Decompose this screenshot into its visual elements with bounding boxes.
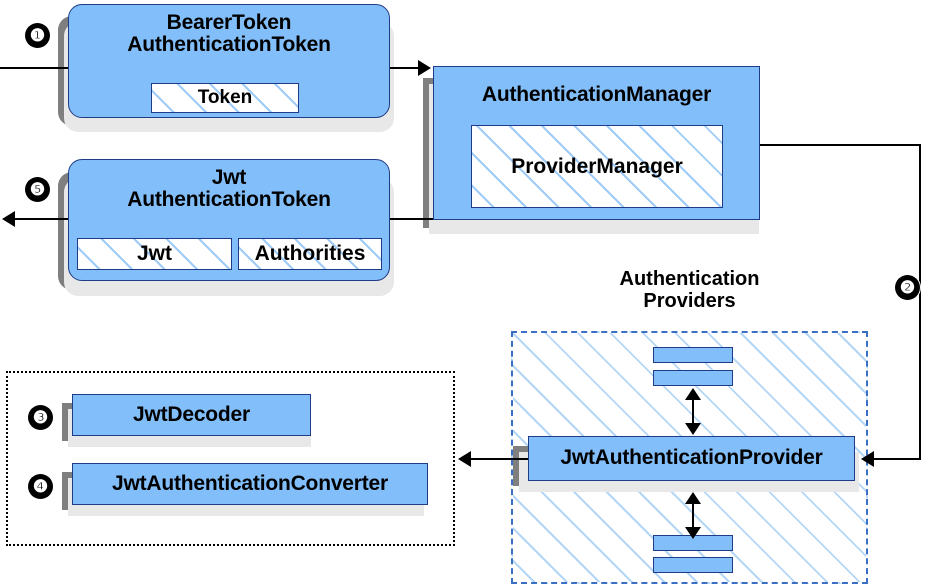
authentication-providers-label-line2: Providers bbox=[643, 290, 736, 313]
connector-response-out bbox=[14, 218, 70, 220]
authentication-manager-sub-provider-manager: ProviderManager bbox=[471, 125, 723, 208]
jwt-authentication-provider-title: JwtAuthenticationProvider bbox=[560, 446, 823, 470]
node-authentication-manager[interactable]: AuthenticationManager ProviderManager bbox=[433, 66, 760, 220]
jwt-token-title: Jwt AuthenticationToken bbox=[127, 166, 331, 212]
provider-bar-top-2 bbox=[653, 370, 733, 386]
jwt-decoder-title: JwtDecoder bbox=[132, 402, 251, 426]
connector-bearer-to-manager bbox=[390, 67, 422, 69]
connector-manager-to-jwt-token bbox=[390, 218, 435, 220]
arrow-into-jwt-provider bbox=[861, 451, 874, 467]
step-badge-2: ❷ bbox=[895, 275, 920, 300]
jwt-token-sub-authorities: Authorities bbox=[238, 238, 382, 270]
bearer-token-sub-token: Token bbox=[151, 83, 299, 113]
jwt-token-title-line2: AuthenticationToken bbox=[127, 188, 331, 212]
arrow-bearer-to-manager bbox=[418, 60, 431, 76]
authentication-providers-label: Authentication Providers bbox=[511, 268, 868, 313]
arrow-provider-to-support-group bbox=[458, 451, 471, 467]
provider-bar-bottom-2 bbox=[653, 557, 733, 573]
bearer-token-title: BearerToken AuthenticationToken bbox=[127, 11, 331, 57]
step-badge-3: ❸ bbox=[28, 405, 53, 430]
step-badge-4: ❹ bbox=[28, 474, 53, 499]
jwt-token-sub-jwt: Jwt bbox=[77, 238, 232, 270]
provider-bar-top-1 bbox=[653, 347, 733, 363]
arrow-provider-top-up bbox=[685, 388, 701, 400]
bearer-token-sub-token-label: Token bbox=[197, 87, 253, 108]
provider-manager-label: ProviderManager bbox=[511, 154, 683, 178]
node-jwt-authentication-converter[interactable]: JwtAuthenticationConverter bbox=[72, 463, 428, 505]
step-badge-1: ❶ bbox=[25, 23, 50, 48]
authentication-manager-title: AuthenticationManager bbox=[481, 83, 712, 106]
arrow-provider-bottom-down bbox=[685, 527, 701, 539]
connector-provider-top-vertical bbox=[692, 392, 694, 428]
connector-provider-to-support-group bbox=[470, 458, 530, 460]
step-badge-5: ❺ bbox=[25, 177, 50, 202]
node-jwt-authentication-token[interactable]: Jwt AuthenticationToken Jwt Authorities bbox=[68, 159, 390, 281]
connector-provider-bottom-vertical bbox=[692, 496, 694, 532]
jwt-token-sub-jwt-label: Jwt bbox=[136, 242, 172, 265]
connector-into-provider bbox=[872, 458, 921, 460]
jwt-token-title-line1: Jwt bbox=[211, 166, 247, 189]
authentication-providers-label-line1: Authentication bbox=[619, 268, 760, 290]
bearer-token-title-line2: AuthenticationToken bbox=[127, 33, 331, 57]
node-jwt-authentication-provider[interactable]: JwtAuthenticationProvider bbox=[528, 436, 855, 481]
bearer-token-title-line1: BearerToken bbox=[166, 11, 292, 34]
arrow-provider-bottom-up bbox=[685, 492, 701, 504]
jwt-token-sub-authorities-label: Authorities bbox=[254, 242, 366, 265]
connector-manager-out bbox=[760, 144, 921, 146]
node-bearer-token-authentication-token[interactable]: BearerToken AuthenticationToken Token bbox=[68, 4, 390, 118]
node-jwt-decoder[interactable]: JwtDecoder bbox=[72, 394, 311, 436]
group-jwt-support bbox=[6, 371, 455, 546]
jwt-authentication-converter-title: JwtAuthenticationConverter bbox=[112, 471, 388, 495]
connector-request-in bbox=[0, 67, 70, 69]
connector-right-vertical bbox=[919, 144, 921, 460]
arrow-response-out bbox=[2, 211, 15, 227]
arrow-provider-top-down bbox=[685, 423, 701, 435]
